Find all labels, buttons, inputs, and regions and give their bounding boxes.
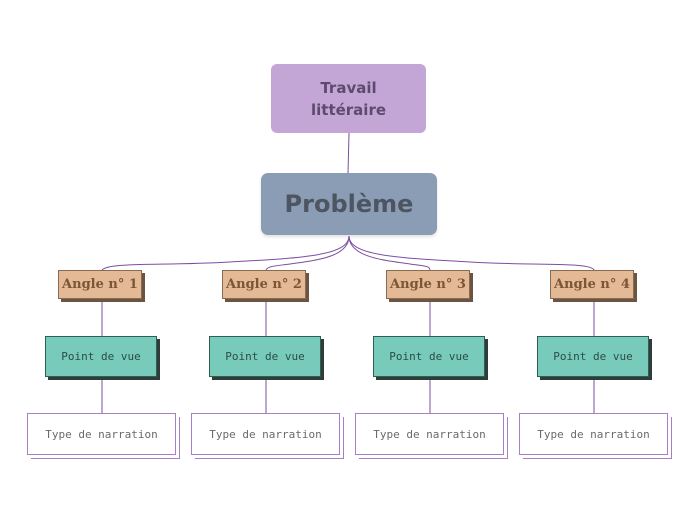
root-node-travail-litteraire[interactable]: Travail littéraire bbox=[271, 64, 426, 133]
angle-label: Angle n° 2 bbox=[226, 277, 302, 292]
point-de-vue-node-2[interactable]: Point de vue bbox=[209, 336, 321, 377]
point-de-vue-label: Point de vue bbox=[553, 350, 633, 363]
point-de-vue-node-1[interactable]: Point de vue bbox=[45, 336, 157, 377]
angle-label: Angle n° 4 bbox=[554, 277, 630, 292]
angle-node-4[interactable]: Angle n° 4 bbox=[550, 270, 634, 299]
type-de-narration-node-4[interactable]: Type de narration bbox=[519, 413, 668, 455]
point-de-vue-label: Point de vue bbox=[61, 350, 141, 363]
point-de-vue-node-3[interactable]: Point de vue bbox=[373, 336, 485, 377]
point-de-vue-node-4[interactable]: Point de vue bbox=[537, 336, 649, 377]
problem-label: Problème bbox=[284, 190, 414, 218]
type-de-narration-node-1[interactable]: Type de narration bbox=[27, 413, 176, 455]
point-de-vue-label: Point de vue bbox=[225, 350, 305, 363]
type-de-narration-label: Type de narration bbox=[209, 427, 322, 441]
root-label-line2: littéraire bbox=[310, 100, 387, 119]
problem-node[interactable]: Problème bbox=[261, 173, 437, 235]
root-label-line1: Travail bbox=[320, 78, 377, 97]
angle-label: Angle n° 3 bbox=[390, 277, 466, 292]
type-de-narration-label: Type de narration bbox=[45, 427, 158, 441]
type-de-narration-label: Type de narration bbox=[373, 427, 486, 441]
angle-node-2[interactable]: Angle n° 2 bbox=[222, 270, 306, 299]
angle-label: Angle n° 1 bbox=[62, 277, 138, 292]
type-de-narration-label: Type de narration bbox=[537, 427, 650, 441]
type-de-narration-node-3[interactable]: Type de narration bbox=[355, 413, 504, 455]
angle-node-3[interactable]: Angle n° 3 bbox=[386, 270, 470, 299]
point-de-vue-label: Point de vue bbox=[389, 350, 469, 363]
type-de-narration-node-2[interactable]: Type de narration bbox=[191, 413, 340, 455]
angle-node-1[interactable]: Angle n° 1 bbox=[58, 270, 142, 299]
